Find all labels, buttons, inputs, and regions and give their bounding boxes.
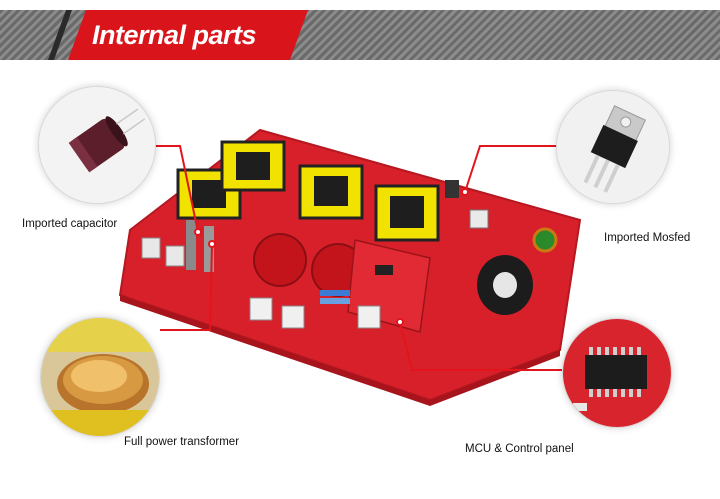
mcu-label: MCU & Control panel	[465, 443, 574, 455]
mcu-photo	[562, 318, 672, 428]
transformer-photo	[40, 317, 160, 437]
transformer-label: Full power transformer	[124, 436, 240, 448]
transformer-4	[374, 184, 440, 242]
capacitor-label: Imported capacitor	[22, 218, 118, 230]
transformer-2	[220, 140, 286, 192]
capacitor-photo	[38, 86, 156, 204]
transformer-3	[298, 164, 364, 220]
mosfet-label: Imported Mosfed	[604, 232, 691, 244]
header-banner: Internal parts	[0, 10, 720, 60]
circuit-board-illustration	[118, 128, 582, 406]
banner-accent	[48, 10, 72, 60]
page-title: Internal parts	[92, 20, 257, 50]
mosfet-photo	[556, 90, 670, 204]
banner-title-plate	[68, 10, 308, 60]
